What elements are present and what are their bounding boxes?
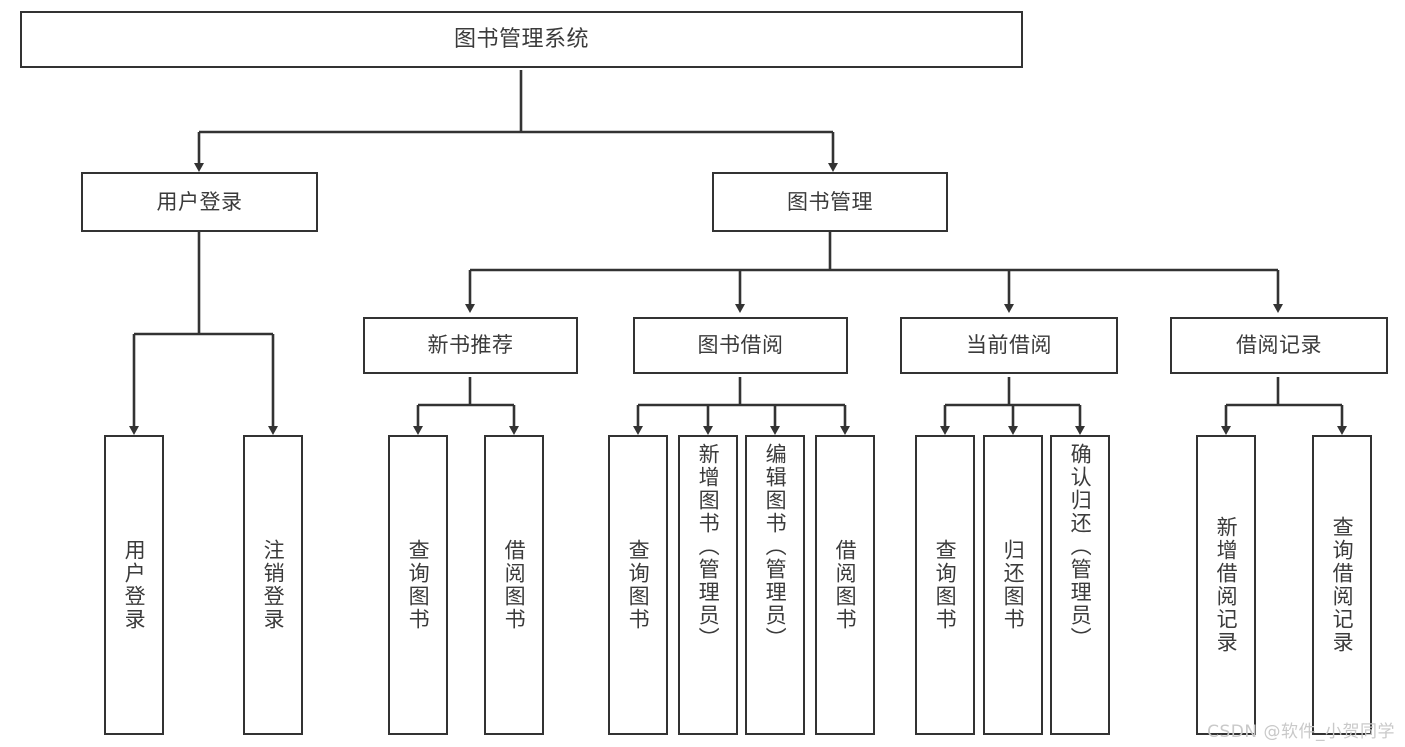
leaf-add-borrow-record[interactable]: 新增借阅记录 (1196, 435, 1256, 735)
leaf-borrow-book[interactable]: 借阅图书 (815, 435, 875, 735)
node-label: 借阅图书 (502, 539, 527, 631)
node-label: 当前借阅 (966, 333, 1052, 358)
leaf-query-book-recommend[interactable]: 查询图书 (388, 435, 448, 735)
node-label: 用户登录 (122, 539, 147, 631)
node-label: 图书借阅 (697, 333, 784, 358)
node-label: 确认归还（管理员） (1068, 443, 1093, 650)
node-label: 图书管理 (787, 189, 873, 214)
node-label: 查询图书 (933, 539, 958, 631)
node-label: 归还图书 (1001, 539, 1026, 631)
node-label: 新书推荐 (427, 333, 514, 358)
leaf-return-book[interactable]: 归还图书 (983, 435, 1043, 735)
node-label: 新增图书（管理员） (696, 443, 721, 650)
leaf-borrow-book-recommend[interactable]: 借阅图书 (484, 435, 544, 735)
node-root-system[interactable]: 图书管理系统 (20, 11, 1023, 68)
node-label: 借阅图书 (833, 539, 858, 631)
csdn-watermark: CSDN @软件_小贺同学 (1207, 722, 1395, 742)
node-label: 注销登录 (261, 539, 286, 631)
leaf-add-book-admin[interactable]: 新增图书（管理员） (678, 435, 738, 735)
node-book-borrow[interactable]: 图书借阅 (633, 317, 848, 374)
node-new-book-recommend[interactable]: 新书推荐 (363, 317, 578, 374)
node-label: 借阅记录 (1236, 333, 1322, 358)
leaf-query-borrow-record[interactable]: 查询借阅记录 (1312, 435, 1372, 735)
node-user-login[interactable]: 用户登录 (81, 172, 318, 232)
node-label: 查询图书 (406, 539, 431, 631)
node-borrow-record[interactable]: 借阅记录 (1170, 317, 1388, 374)
node-label: 编辑图书（管理员） (763, 443, 788, 650)
node-label: 新增借阅记录 (1214, 516, 1239, 654)
leaf-edit-book-admin[interactable]: 编辑图书（管理员） (745, 435, 805, 735)
node-label: 查询图书 (626, 539, 651, 631)
leaf-confirm-return-admin[interactable]: 确认归还（管理员） (1050, 435, 1110, 735)
leaf-user-login[interactable]: 用户登录 (104, 435, 164, 735)
node-current-borrow[interactable]: 当前借阅 (900, 317, 1118, 374)
node-label: 用户登录 (156, 189, 243, 214)
leaf-query-book-borrow[interactable]: 查询图书 (608, 435, 668, 735)
leaf-logout[interactable]: 注销登录 (243, 435, 303, 735)
node-book-management[interactable]: 图书管理 (712, 172, 948, 232)
node-label: 图书管理系统 (453, 26, 589, 52)
leaf-query-book-current[interactable]: 查询图书 (915, 435, 975, 735)
node-label: 查询借阅记录 (1330, 516, 1355, 654)
